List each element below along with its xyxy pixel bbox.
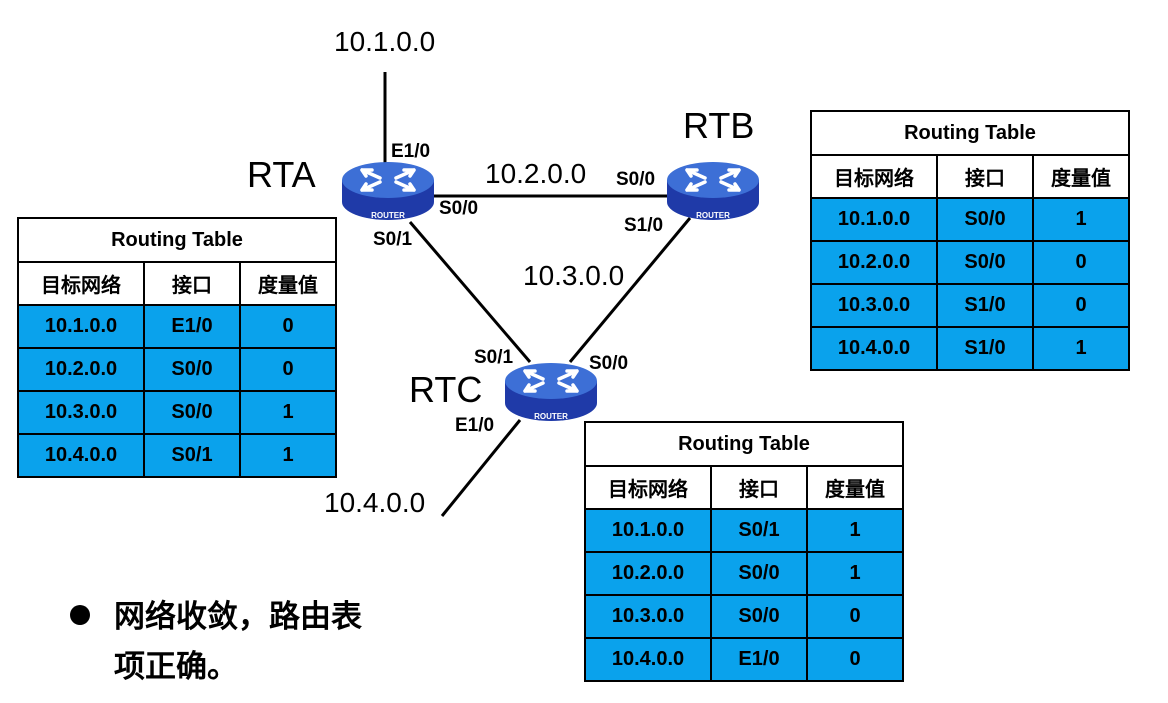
routing-table-title: Routing Table — [584, 421, 904, 467]
header-metric: 度量值 — [239, 261, 337, 306]
cell-metric: 1 — [806, 551, 904, 596]
cell-destination: 10.3.0.0 — [17, 390, 145, 435]
table-row: 10.1.0.0 E1/0 0 — [17, 304, 337, 349]
cell-destination: 10.2.0.0 — [584, 551, 712, 596]
router-rtc-icon[interactable]: ROUTER — [503, 361, 599, 423]
header-interface: 接口 — [936, 154, 1034, 199]
cell-destination: 10.4.0.0 — [810, 326, 938, 371]
interface-rtb-s0-0: S0/0 — [616, 169, 656, 190]
link-rta-rtc — [408, 221, 532, 363]
interface-rta-s0-1: S0/1 — [373, 229, 413, 250]
table-row: 10.3.0.0 S0/0 0 — [584, 594, 904, 639]
table-row: 10.1.0.0 S0/1 1 — [584, 508, 904, 553]
cell-interface: S0/0 — [143, 347, 241, 392]
cell-metric: 0 — [1032, 240, 1130, 285]
header-metric: 度量值 — [1032, 154, 1130, 199]
network-label-10-4: 10.4.0.0 — [324, 487, 426, 518]
router-rtc-device-label: ROUTER — [534, 412, 568, 421]
router-name-rta: RTA — [247, 154, 316, 195]
interface-rtc-e1-0: E1/0 — [455, 415, 495, 436]
cell-interface: S0/0 — [710, 594, 808, 639]
note-line-2: 项正确。 — [114, 649, 238, 685]
cell-destination: 10.1.0.0 — [17, 304, 145, 349]
cell-destination: 10.3.0.0 — [584, 594, 712, 639]
cell-metric: 1 — [239, 433, 337, 478]
routing-table-rta: Routing Table 目标网络 接口 度量值 10.1.0.0 E1/0 … — [17, 217, 337, 478]
header-interface: 接口 — [143, 261, 241, 306]
cell-metric: 0 — [239, 304, 337, 349]
table-row: 10.3.0.0 S0/0 1 — [17, 390, 337, 435]
table-row: 10.4.0.0 E1/0 0 — [584, 637, 904, 682]
cell-interface: S1/0 — [936, 283, 1034, 328]
cell-destination: 10.1.0.0 — [584, 508, 712, 553]
header-destination: 目标网络 — [810, 154, 938, 199]
cell-metric: 0 — [1032, 283, 1130, 328]
table-row: 10.1.0.0 S0/0 1 — [810, 197, 1130, 242]
link-rtc-10-4 — [440, 419, 522, 517]
cell-interface: S0/0 — [710, 551, 808, 596]
cell-destination: 10.2.0.0 — [810, 240, 938, 285]
cell-metric: 1 — [806, 508, 904, 553]
cell-metric: 0 — [806, 594, 904, 639]
network-label-10-3: 10.3.0.0 — [523, 260, 625, 291]
table-row: 10.4.0.0 S1/0 1 — [810, 326, 1130, 371]
interface-rtc-s0-0: S0/0 — [589, 353, 629, 374]
cell-interface: S0/0 — [143, 390, 241, 435]
routing-table-title: Routing Table — [810, 110, 1130, 156]
link-rtb-rtc — [568, 217, 692, 363]
router-name-rtb: RTB — [683, 105, 755, 146]
interface-rtb-s1-0: S1/0 — [624, 215, 664, 236]
network-label-10-2: 10.2.0.0 — [485, 158, 587, 189]
interface-rta-e1-0: E1/0 — [391, 141, 431, 162]
routing-table-title: Routing Table — [17, 217, 337, 263]
router-rtb-icon[interactable]: ROUTER — [665, 160, 761, 222]
router-rta-device-label: ROUTER — [371, 211, 405, 220]
routing-table-rtb: Routing Table 目标网络 接口 度量值 10.1.0.0 S0/0 … — [810, 110, 1130, 371]
router-name-rtc: RTC — [409, 369, 483, 410]
header-metric: 度量值 — [806, 465, 904, 510]
table-row: 10.4.0.0 S0/1 1 — [17, 433, 337, 478]
cell-destination: 10.2.0.0 — [17, 347, 145, 392]
routing-table-rtc: Routing Table 目标网络 接口 度量值 10.1.0.0 S0/1 … — [584, 421, 904, 682]
cell-metric: 1 — [1032, 197, 1130, 242]
table-row: 10.2.0.0 S0/0 1 — [584, 551, 904, 596]
cell-interface: E1/0 — [143, 304, 241, 349]
cell-metric: 0 — [239, 347, 337, 392]
table-row: 10.3.0.0 S1/0 0 — [810, 283, 1130, 328]
cell-metric: 1 — [239, 390, 337, 435]
header-interface: 接口 — [710, 465, 808, 510]
note-line-1: 网络收敛，路由表 — [114, 599, 362, 635]
table-row: 10.2.0.0 S0/0 0 — [810, 240, 1130, 285]
cell-interface: S0/0 — [936, 197, 1034, 242]
table-row: 10.2.0.0 S0/0 0 — [17, 347, 337, 392]
header-destination: 目标网络 — [584, 465, 712, 510]
cell-metric: 0 — [806, 637, 904, 682]
router-rta-icon[interactable]: ROUTER — [340, 160, 436, 222]
convergence-note: 网络收敛，路由表 项正确。 — [70, 592, 430, 692]
cell-interface: S1/0 — [936, 326, 1034, 371]
header-destination: 目标网络 — [17, 261, 145, 306]
network-label-10-1: 10.1.0.0 — [334, 26, 436, 57]
cell-interface: S0/1 — [710, 508, 808, 553]
cell-interface: S0/1 — [143, 433, 241, 478]
cell-interface: E1/0 — [710, 637, 808, 682]
cell-metric: 1 — [1032, 326, 1130, 371]
cell-destination: 10.3.0.0 — [810, 283, 938, 328]
cell-interface: S0/0 — [936, 240, 1034, 285]
cell-destination: 10.1.0.0 — [810, 197, 938, 242]
cell-destination: 10.4.0.0 — [17, 433, 145, 478]
bullet-dot-icon — [70, 605, 90, 625]
interface-rta-s0-0: S0/0 — [439, 198, 479, 219]
cell-destination: 10.4.0.0 — [584, 637, 712, 682]
router-rtb-device-label: ROUTER — [696, 211, 730, 220]
interface-rtc-s0-1: S0/1 — [474, 347, 514, 368]
